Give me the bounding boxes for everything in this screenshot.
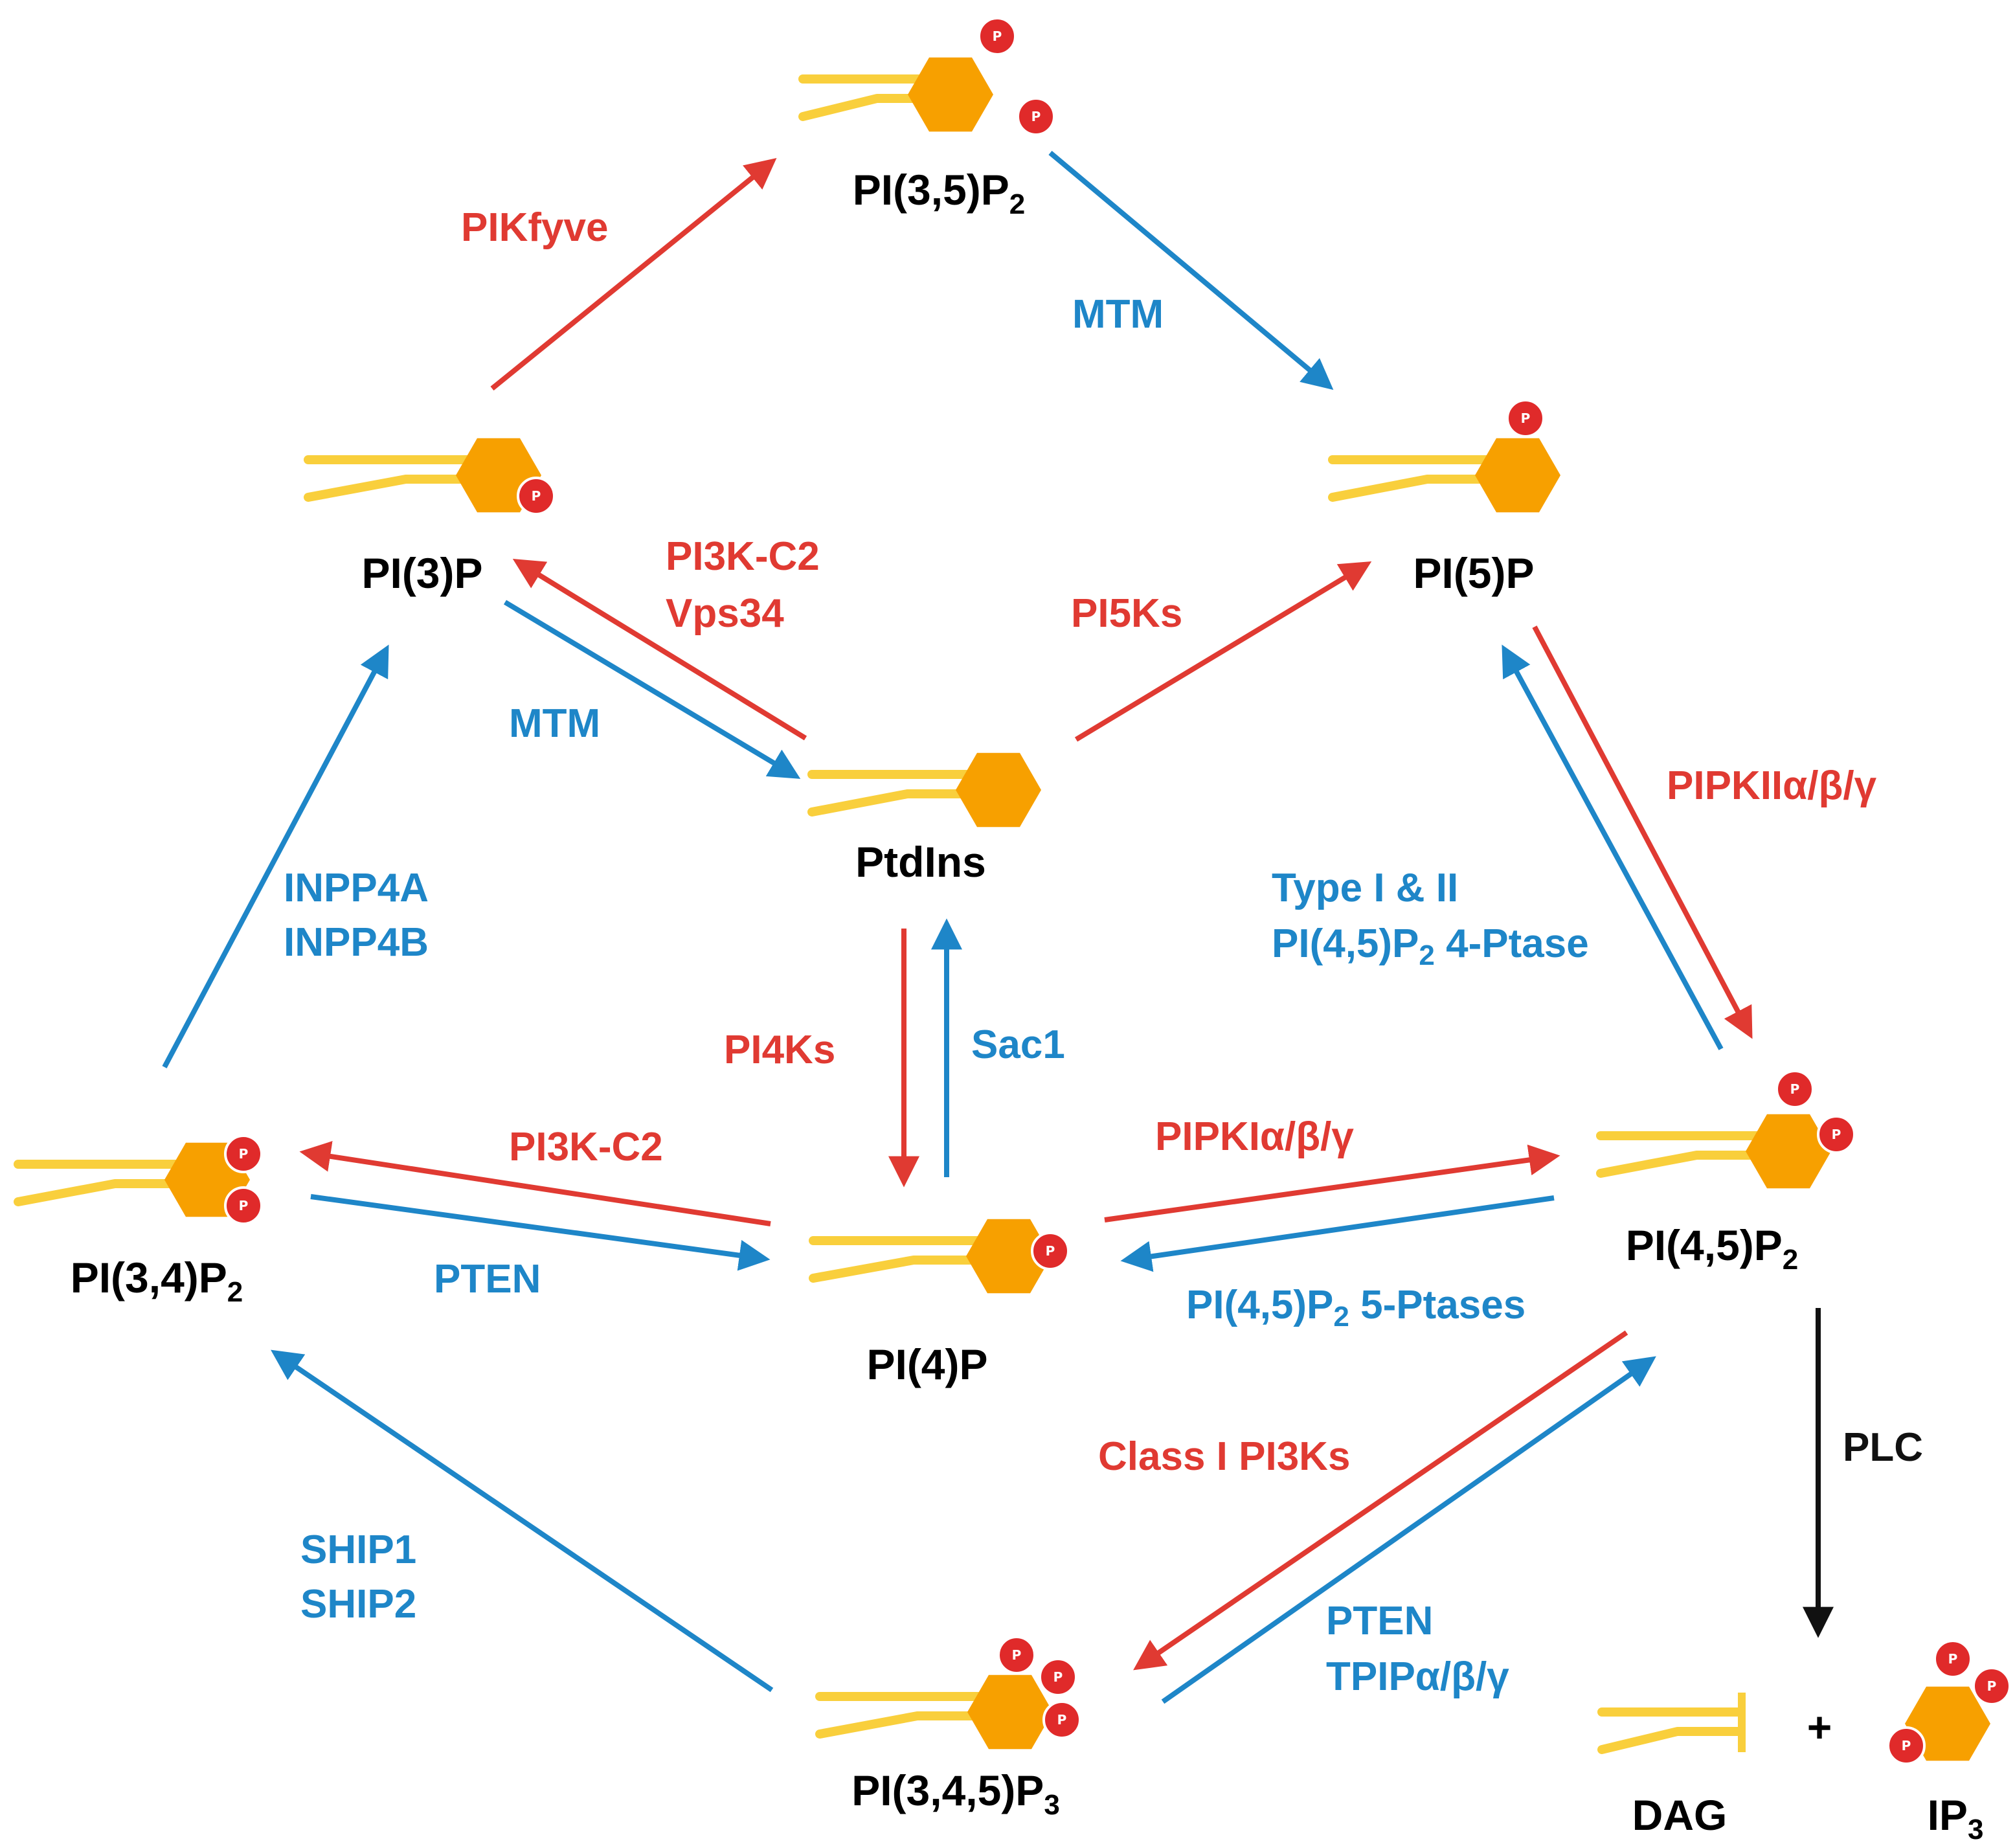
dag-molecule [1597, 1693, 1746, 1754]
phosphate-circle-icon: P [1017, 97, 1055, 136]
enzyme-tpip: TPIPα/β/γ [1326, 1654, 1509, 1699]
hexagon-inositol-icon [966, 1219, 1052, 1294]
hexagon-inositol-icon [956, 752, 1041, 828]
pi3p-molecule: P [304, 438, 556, 515]
arrow-ptdins-to-pi5p [1074, 561, 1372, 742]
pi345p3-molecule: P P P [815, 1636, 1081, 1750]
arrow-pi345p3-to-pi34p2 [271, 1349, 774, 1693]
plus-sign: + [1807, 1703, 1832, 1751]
arrow-pi45p2-to-pi5p [1502, 644, 1724, 1050]
lipid-tail-icon [1597, 1707, 1744, 1754]
phosphate-circle-icon: P [224, 1186, 263, 1225]
arrow-pi4p-to-pi34p2 [299, 1141, 771, 1226]
svg-text:P: P [532, 488, 541, 504]
phosphate-circle-icon: P [224, 1134, 263, 1173]
enzyme-ship2: SHIP2 [300, 1582, 416, 1627]
arrow-pi3p-to-ptdins [503, 600, 801, 779]
arrow-pi34p2-to-pi4p [310, 1194, 771, 1271]
ptdins-molecule [807, 752, 1041, 828]
svg-text:P: P [1832, 1127, 1841, 1142]
hexagon-inositol-icon [1905, 1686, 1990, 1761]
enzyme-pi3k-c2-top: PI3K-C2 [666, 534, 820, 579]
phosphate-circle-icon: P [1775, 1070, 1814, 1109]
pi5p-molecule: P [1328, 399, 1560, 513]
svg-text:P: P [239, 1146, 249, 1162]
enzyme-vps34: Vps34 [666, 591, 784, 636]
arrow-pi35p2-to-pi5p [1048, 150, 1334, 390]
svg-text:P: P [1902, 1738, 1911, 1753]
arrow-pi45p2-to-pi4p [1120, 1195, 1555, 1272]
arrow-ptdins-to-pi3p [512, 558, 807, 741]
enzyme-pipkii: PIPKIIα/β/γ [1667, 763, 1877, 808]
enzyme-pi45p2-4-ptase: PI(4,5)P2 4-Ptase [1272, 921, 1589, 971]
pi45p2-molecule: PP [1596, 1070, 1856, 1189]
pi35p2-molecule: PP [798, 17, 1055, 136]
enzyme-inpp4b: INPP4B [284, 920, 429, 965]
phosphate-circle-icon: P [1887, 1726, 1926, 1765]
node-label-pi35p2: PI(3,5)P2 [853, 166, 1026, 220]
enzyme-pi4ks: PI4Ks [724, 1028, 835, 1072]
arrow-pi345p3-to-pi45p2 [1161, 1356, 1656, 1704]
phosphate-circle-icon: P [1972, 1667, 2011, 1706]
svg-text:P: P [1031, 109, 1041, 124]
enzyme-pikfyve: PIKfyve [461, 205, 608, 250]
node-label-pi45p2: PI(4,5)P2 [1626, 1221, 1799, 1276]
phosphate-circle-icon: P [1933, 1640, 1972, 1678]
arrow-pi5p-to-pi45p2 [1532, 625, 1753, 1039]
node-label-pi34p2: PI(3,4)P2 [71, 1254, 243, 1308]
node-label-dag: DAG [1632, 1791, 1728, 1839]
hexagon-inositol-icon [967, 1674, 1053, 1750]
phosphate-circle-icon: P [517, 477, 556, 515]
enzyme-mtm-left: MTM [509, 701, 600, 746]
enzyme-class-i-pi3ks: Class I PI3Ks [1098, 1434, 1350, 1479]
node-label-pi3p: PI(3)P [361, 549, 482, 597]
enzyme-pipki: PIPKIα/β/γ [1155, 1114, 1354, 1159]
enzyme-inpp4a: INPP4A [284, 866, 429, 910]
enzyme-pten-bot: PTEN [1326, 1599, 1433, 1643]
ip3-molecule: P P P [1887, 1640, 2011, 1765]
node-label-pi5p: PI(5)P [1413, 549, 1534, 597]
pi4p-molecule: P [809, 1219, 1070, 1294]
enzyme-pi45p2-5-ptases: PI(4,5)P2 5-Ptases [1186, 1283, 1525, 1333]
phosphate-circle-icon: P [997, 1636, 1036, 1674]
arrow-pi3p-to-pi35p2 [490, 157, 777, 391]
svg-text:P: P [1057, 1712, 1067, 1728]
node-label-ip3: IP3 [1928, 1791, 1984, 1845]
enzyme-pi3k-c2-mid: PI3K-C2 [509, 1125, 663, 1169]
enzyme-mtm-top: MTM [1072, 292, 1164, 337]
svg-text:P: P [1012, 1647, 1022, 1663]
svg-text:P: P [1948, 1651, 1958, 1667]
pi34p2-molecule: PP [14, 1134, 263, 1225]
svg-text:P: P [239, 1198, 249, 1213]
svg-text:P: P [1521, 411, 1531, 426]
node-label-ptdins: PtdIns [855, 838, 986, 886]
hexagon-inositol-icon [1475, 438, 1560, 513]
phosphate-circle-icon: P [1817, 1115, 1856, 1154]
svg-text:P: P [993, 28, 1002, 44]
hexagon-inositol-icon [1746, 1114, 1831, 1189]
node-label-pi4p: PI(4)P [866, 1340, 987, 1388]
arrow-pi34p2-to-pi3p [162, 644, 389, 1068]
enzyme-type-i-ii: Type I & II [1272, 866, 1458, 910]
enzyme-sac1: Sac1 [971, 1022, 1065, 1067]
node-label-pi345p3: PI(3,4,5)P3 [851, 1766, 1060, 1821]
arrow-pi45p2-to-pi345p3 [1133, 1330, 1628, 1671]
enzyme-plc: PLC [1843, 1425, 1923, 1470]
phosphate-circle-icon: P [1031, 1232, 1070, 1270]
enzyme-pi5ks: PI5Ks [1071, 591, 1182, 636]
phosphate-circle-icon: P [1042, 1700, 1081, 1739]
arrow-pi4p-to-pi45p2 [1104, 1144, 1560, 1223]
hexagon-inositol-icon [908, 57, 993, 132]
svg-text:P: P [1046, 1243, 1055, 1259]
svg-text:P: P [1790, 1081, 1800, 1097]
phosphate-circle-icon: P [1039, 1658, 1077, 1696]
svg-text:P: P [1987, 1678, 1997, 1694]
phosphate-circle-icon: P [1506, 399, 1545, 438]
phosphate-circle-icon: P [978, 17, 1017, 56]
enzyme-pten-mid: PTEN [434, 1257, 541, 1301]
svg-text:P: P [1053, 1669, 1063, 1685]
enzyme-ship1: SHIP1 [300, 1527, 416, 1572]
